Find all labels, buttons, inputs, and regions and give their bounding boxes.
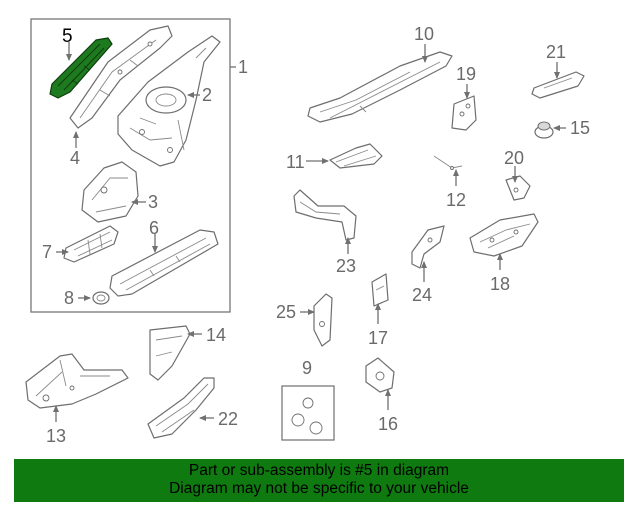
callout-19: 19 (456, 64, 476, 84)
callout-10: 10 (414, 24, 434, 44)
part-25[interactable] (313, 293, 333, 347)
part-6[interactable] (109, 229, 219, 297)
info-banner: Part or sub-assembly is #5 in diagram Di… (14, 459, 624, 502)
callout-5: 5 (62, 26, 73, 47)
part-5-highlighted[interactable] (49, 37, 113, 99)
callout-6: 6 (149, 218, 159, 238)
callout-4: 4 (70, 148, 80, 168)
callout-21: 21 (546, 42, 566, 62)
assembly-group-box (30, 18, 231, 313)
callout-2: 2 (202, 85, 212, 105)
part-23[interactable] (293, 189, 357, 241)
callout-13: 13 (46, 426, 66, 446)
part-16[interactable] (365, 357, 395, 393)
callout-17: 17 (368, 328, 388, 348)
part-8[interactable] (92, 291, 110, 305)
callout-25: 25 (276, 302, 296, 322)
callout-8: 8 (64, 288, 74, 308)
part-11[interactable] (329, 143, 383, 169)
part-4[interactable] (69, 25, 173, 129)
callout-15: 15 (570, 118, 590, 138)
part-17[interactable] (371, 273, 389, 307)
callout-16: 16 (378, 414, 398, 434)
callout-12: 12 (446, 190, 466, 210)
part-3[interactable] (81, 161, 139, 223)
part-15[interactable] (534, 121, 554, 139)
callout-22: 22 (218, 409, 238, 429)
part-21[interactable] (531, 71, 585, 99)
callout-14: 14 (206, 325, 226, 345)
callout-23: 23 (336, 256, 356, 276)
part-7[interactable] (63, 225, 119, 263)
part-13[interactable] (25, 353, 129, 409)
part-20[interactable] (505, 175, 531, 201)
leader-lines (53, 42, 566, 422)
part-24[interactable] (411, 225, 445, 269)
callout-9: 9 (302, 358, 312, 378)
part-10[interactable] (307, 51, 453, 123)
banner-line-2: Diagram may not be specific to your vehi… (169, 480, 469, 497)
callout-1: 1 (238, 57, 248, 77)
callout-11: 11 (286, 152, 305, 172)
callout-18: 18 (490, 274, 510, 294)
part-18[interactable] (469, 213, 539, 257)
banner-line-1: Part or sub-assembly is #5 in diagram (188, 462, 450, 479)
part-14[interactable] (149, 325, 191, 381)
part-12[interactable] (433, 155, 463, 170)
callout-24: 24 (412, 285, 432, 305)
callout-7: 7 (42, 242, 52, 262)
part-19[interactable] (451, 95, 477, 131)
part-2[interactable] (117, 35, 221, 167)
callout-3: 3 (148, 192, 158, 212)
part-22[interactable] (147, 377, 215, 439)
callout-20: 20 (504, 148, 524, 168)
part-9[interactable] (281, 385, 335, 441)
